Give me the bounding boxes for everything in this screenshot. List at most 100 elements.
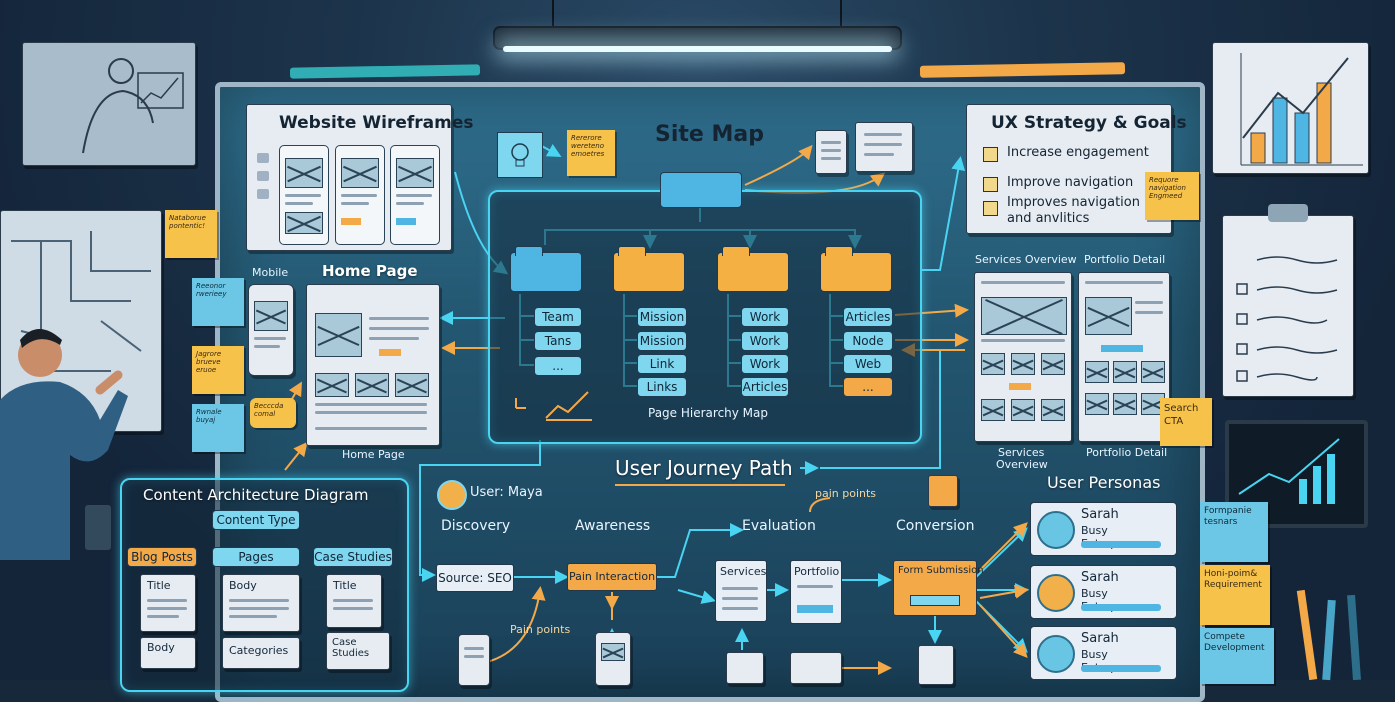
journey-stage: Awareness (575, 518, 651, 534)
ux-title: UX Strategy & Goals (991, 113, 1187, 133)
sitemap-item[interactable]: Team (534, 307, 582, 327)
sticky-line: Honi-poim& (1204, 569, 1258, 579)
coffee-cup (85, 505, 111, 550)
home-page-title: Home Page (322, 262, 418, 280)
persona-card[interactable]: Sarah Busy Entrepreneur (1030, 502, 1177, 556)
ceiling-lamp (495, 28, 900, 52)
cases-title-card: Title (326, 574, 382, 628)
sticky-note: Nataborue pontentic! (165, 210, 217, 258)
wireframe-phone-2 (335, 145, 385, 245)
portfolio-detail-label: Portfolio Detail (1084, 253, 1166, 266)
avatar (1037, 511, 1075, 549)
wireframe-phone-3 (390, 145, 440, 245)
journey-node-services[interactable]: Services (715, 560, 767, 622)
services-overview-label: Services Overview (975, 253, 1077, 266)
journey-node-pain[interactable]: Pain Interaction (567, 563, 657, 591)
services-caption: Overview (996, 458, 1048, 471)
trend-icon (515, 391, 592, 421)
mobile-wireframe (248, 284, 294, 376)
lightbulb-icon (497, 132, 543, 178)
user-personas-title: User Personas (1047, 473, 1161, 492)
sticky-note: Reeonor rwerieey (192, 278, 244, 326)
cases-body-card: Case Studies (326, 632, 390, 670)
content-type-node[interactable]: Content Type (212, 510, 300, 530)
sticky-note: Jagrore brueve eruoe (192, 346, 244, 394)
sitemap-item[interactable]: Tans (534, 331, 582, 351)
blog-title-card: Title (140, 574, 196, 632)
portfolio-caption: Portfolio Detail (1086, 446, 1168, 459)
search-note-line: CTA (1164, 416, 1184, 427)
wireframe-phone-1 (279, 145, 329, 245)
services-overview-wireframe (974, 272, 1072, 442)
pain-points-label: Pain points (510, 623, 571, 636)
cases-field: Case Studies (332, 637, 370, 659)
page-icon (790, 652, 842, 684)
blog-body-card: Body (140, 637, 196, 669)
node-label: Form Submission (898, 565, 984, 576)
sitemap-item[interactable]: Work (741, 331, 789, 351)
sticky-line: Formpanie (1204, 506, 1252, 516)
sitemap-item[interactable]: Links (637, 377, 687, 397)
sitemap-item[interactable]: Articles (843, 307, 893, 327)
journey-node-seo[interactable]: Source: SEO (436, 564, 514, 592)
page-hierarchy-label: Page Hierarchy Map (648, 406, 769, 420)
user-avatar-icon (437, 480, 467, 510)
persona-card[interactable]: Sarah Busy Entrepreneur (1030, 565, 1177, 619)
folder-icon[interactable] (613, 246, 685, 292)
services-caption: Services (998, 446, 1045, 459)
pages-field: Categories (229, 644, 289, 657)
pages-body-card: Body (222, 574, 300, 632)
document-icon (928, 475, 958, 507)
content-category[interactable]: Pages (212, 547, 300, 567)
sitemap-item[interactable]: Work (741, 354, 789, 374)
node-label: Portfolio (794, 565, 840, 578)
image-icon (726, 652, 764, 684)
checklist-icon (855, 122, 913, 172)
journey-stage: Conversion (896, 518, 975, 534)
sticky-note: Formpanie tesnars (1200, 502, 1268, 562)
journey-node-portfolio[interactable]: Portfolio (790, 560, 842, 624)
content-category[interactable]: Blog Posts (127, 547, 197, 567)
sitemap-item[interactable]: Link (637, 354, 687, 374)
blog-field: Title (147, 579, 171, 592)
sticky-line: Compete (1204, 632, 1245, 642)
sticky-note: Honi-poim& Requirement (1200, 565, 1270, 625)
user-journey-title: User Journey Path (615, 456, 793, 480)
wall-sketch-person (22, 42, 196, 166)
sticky-note: Rererore wereteno emoetres (567, 130, 615, 176)
search-note-line: Search (1164, 403, 1199, 414)
mobile-icon (595, 632, 631, 686)
sitemap-item[interactable]: Web (843, 354, 893, 374)
sitemap-item[interactable]: Mission (637, 331, 687, 351)
sitemap-item[interactable]: ... (843, 377, 893, 397)
sitemap-item[interactable]: Node (843, 331, 893, 351)
sticky-note: Compete Development (1200, 628, 1274, 684)
persona-name: Sarah (1081, 507, 1119, 522)
persona-name: Sarah (1081, 631, 1119, 646)
content-category[interactable]: Case Studies (313, 547, 393, 567)
document-icon (918, 645, 954, 685)
blog-field: Body (147, 641, 175, 654)
search-cta-note: Search CTA (1160, 398, 1212, 446)
sitemap-item[interactable]: ... (534, 356, 582, 376)
sitemap-item[interactable]: Mission (637, 307, 687, 327)
folder-icon[interactable] (717, 246, 789, 292)
clipboard-checklist (1222, 204, 1354, 397)
mobile-label: Mobile (252, 266, 289, 279)
persona-card[interactable]: Sarah Busy Entrepreneur (1030, 626, 1177, 680)
site-map-root[interactable] (660, 172, 742, 208)
sticky-line: Requirement (1204, 580, 1262, 590)
ux-strategy-card: UX Strategy & Goals Increase engagement … (966, 104, 1187, 234)
journey-node-form[interactable]: Form Submission (893, 560, 984, 616)
sticky-note: Becccda comal (250, 398, 296, 428)
folder-icon[interactable] (820, 246, 892, 292)
sitemap-item[interactable]: Articles (741, 377, 789, 397)
folder-icon[interactable] (510, 246, 582, 292)
journey-stage: Discovery (441, 518, 511, 534)
lamp-wire (840, 0, 842, 28)
sticky-note: Rwnale buyaj (192, 404, 244, 452)
journey-user: User: Maya (470, 485, 543, 500)
wall-bar-chart (1212, 42, 1369, 174)
persona-name: Sarah (1081, 570, 1119, 585)
sitemap-item[interactable]: Work (741, 307, 789, 327)
